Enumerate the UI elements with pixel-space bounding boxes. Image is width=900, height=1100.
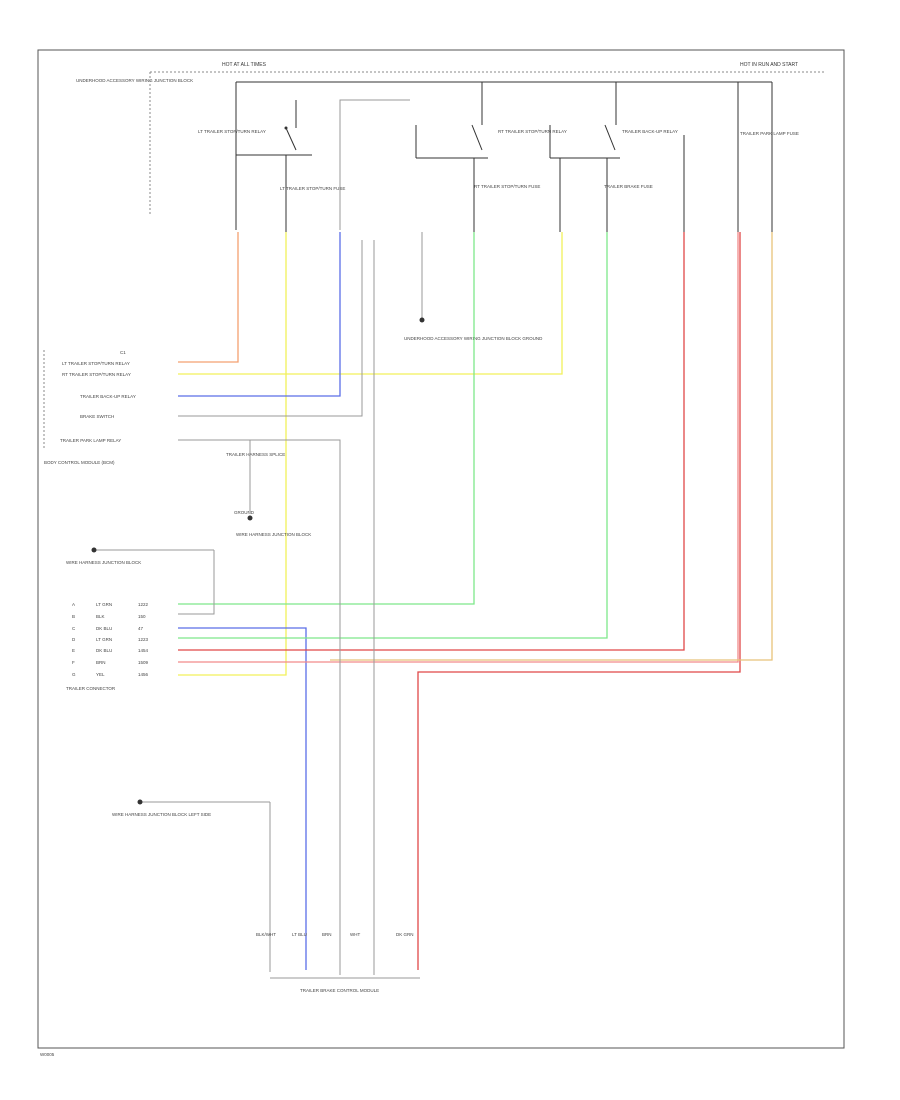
wire-park-lamp	[178, 439, 341, 975]
trailer-wire-b: BLK	[96, 614, 105, 619]
label-bcm-conn: C1	[120, 350, 126, 355]
wire-brake-switch	[178, 240, 363, 417]
trailer-wire-d: LT GRN	[96, 637, 112, 642]
label-bcm-row-1: LT TRAILER STOP/TURN RELAY	[62, 361, 130, 366]
trailer-circuit-b: 150	[138, 614, 146, 619]
label-relay-rt: RT TRAILER STOP/TURN RELAY	[498, 129, 567, 134]
lower-wire-3: BRN	[322, 932, 332, 937]
label-ground-conn: WIRE HARNESS JUNCTION BLOCK	[236, 532, 311, 537]
relay-rt-trailer	[415, 82, 488, 159]
trailer-circuit-f: 1509	[138, 660, 149, 665]
label-fuse-lt: LT TRAILER STOP/TURN FUSE	[280, 186, 345, 191]
trailer-pin-e: E	[72, 648, 75, 653]
ground-symbol-top	[419, 317, 425, 323]
trailer-wire-a: LT GRN	[96, 602, 112, 607]
wire-tan-run	[330, 232, 773, 661]
junction-block-connector	[91, 547, 97, 553]
corner-code: W0005	[40, 1052, 55, 1057]
label-brake-controller: TRAILER BRAKE CONTROL MODULE	[300, 988, 379, 993]
wire-red-controller	[417, 232, 741, 970]
trailer-circuit-d: 1223	[138, 637, 149, 642]
trailer-pin-d: D	[72, 637, 76, 642]
trailer-wire-c: DK BLU	[96, 626, 112, 631]
wire-junction-block	[178, 550, 215, 615]
label-relay-backup: TRAILER BACK-UP RELAY	[622, 129, 678, 134]
label-fuse-park: TRAILER PARK LAMP FUSE	[740, 131, 799, 136]
trailer-wire-g: YEL	[96, 672, 105, 677]
label-ground-mid: GROUND	[234, 510, 255, 515]
diagram-border	[37, 49, 845, 1049]
label-bcm: BODY CONTROL MODULE (BCM)	[44, 460, 115, 465]
lower-wire-5: DK GRN	[396, 932, 414, 937]
trailer-circuit-g: 1456	[138, 672, 149, 677]
label-bcm-row-3: TRAILER BACK-UP RELAY	[80, 394, 136, 399]
lower-wire-2: LT BLU	[292, 932, 307, 937]
label-junction-block: WIRE HARNESS JUNCTION BLOCK	[66, 560, 141, 565]
trailer-pin-a: A	[72, 602, 75, 607]
trailer-circuit-e: 1454	[138, 648, 149, 653]
trailer-wire-e: DK BLU	[96, 648, 112, 653]
wire-ground-feed	[339, 99, 410, 230]
label-underhood-block: UNDERHOOD ACCESSORY WIRING JUNCTION BLOC…	[76, 78, 193, 83]
label-fuse-brake: TRAILER BRAKE FUSE	[604, 184, 653, 189]
wire-green-rt	[178, 232, 475, 605]
label-hot-in-run: HOT IN RUN AND START	[740, 62, 798, 68]
wire-green-backup	[178, 232, 608, 639]
label-lower-block: WIRE HARNESS JUNCTION BLOCK LEFT SIDE	[112, 812, 211, 817]
wire-pink-park	[178, 232, 739, 663]
lower-wire-1: BLK/WHT	[256, 932, 276, 937]
wire-blue-trailer	[178, 627, 307, 970]
wire-blue-bcm	[178, 232, 341, 397]
trailer-circuit-c: 47	[138, 626, 144, 631]
label-bcm-row-2: RT TRAILER STOP/TURN RELAY	[62, 372, 131, 377]
label-hot-at-all-times: HOT AT ALL TIMES	[222, 62, 267, 68]
trailer-pin-c: C	[72, 626, 76, 631]
trailer-pin-g: G	[72, 672, 76, 677]
trailer-connector: A B C D E F G LT GRN BLK DK BLU LT GRN D…	[72, 602, 149, 677]
label-fuse-rt: RT TRAILER STOP/TURN FUSE	[474, 184, 540, 189]
trailer-pin-f: F	[72, 660, 75, 665]
wire-orange	[178, 232, 239, 363]
trailer-pin-b: B	[72, 614, 75, 619]
label-splice: TRAILER HARNESS SPLICE	[226, 452, 285, 457]
lower-block-connector	[137, 799, 143, 805]
wire-yellow-lt	[178, 232, 287, 676]
label-relay-lt: LT TRAILER STOP/TURN RELAY	[198, 129, 266, 134]
trailer-circuit-a: 1222	[138, 602, 149, 607]
label-bcm-row-5: TRAILER PARK LAMP RELAY	[60, 438, 121, 443]
trailer-wire-f: BRN	[96, 660, 106, 665]
relay-backup	[549, 82, 620, 159]
relay-lt-trailer	[235, 82, 312, 230]
wire-red-brake	[178, 232, 685, 651]
ground-symbol-mid	[247, 515, 253, 521]
lower-wire-4: WHT	[350, 932, 360, 937]
label-bcm-row-4: BRAKE SWITCH	[80, 414, 114, 419]
wire-yellow-backup	[178, 232, 563, 375]
label-trailer-connector: TRAILER CONNECTOR	[66, 686, 116, 691]
